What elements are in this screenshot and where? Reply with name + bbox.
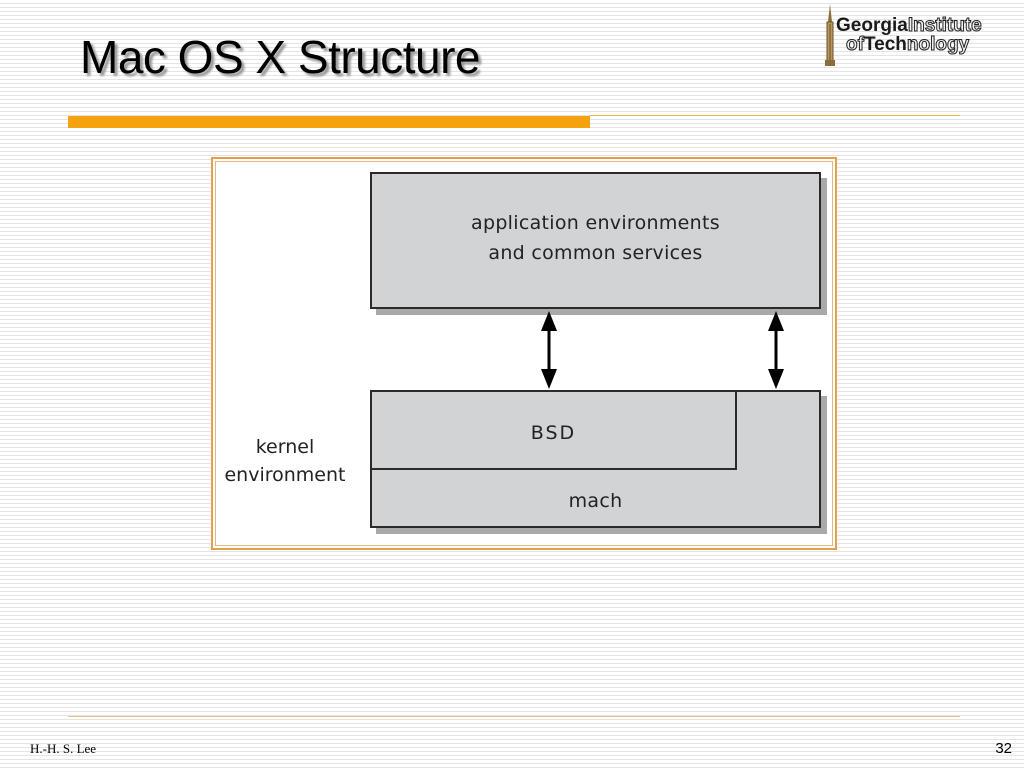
diagram-frame-inner-border [215,161,833,546]
app-bsd-double-arrow [541,311,557,389]
bsd-label: BSD [530,422,577,444]
logo-word-tech: Tech [863,34,907,55]
kernel-label-line1: kernel [255,436,315,458]
title-underline-rule [590,115,960,116]
logo-word-nology: nology [906,34,970,55]
footer-author: H.-H. S. Lee [30,741,97,756]
logo-word-institute: Institute [907,15,982,36]
application-environments-label-line2: and common services [488,242,703,264]
app-mach-double-arrow [768,311,784,389]
page-number: 32 [995,740,1012,757]
title-underline-bar [68,116,590,128]
application-environments-box: application environments and common serv… [370,172,821,309]
footer-rule [68,716,960,717]
tech-tower-icon [825,4,835,66]
logo-word-georgia: Georgia [836,15,908,36]
slide-title: Mac OS X Structure [80,31,481,83]
kernel-label-line2: environment [224,464,346,486]
application-environments-label-line1: application environments [471,212,720,234]
kernel-environment-label: kernel environment [218,433,352,489]
mach-label: mach [568,490,623,512]
bsd-box: BSD [370,390,737,470]
logo-wordmark: GeorgiaInstitute ofTechnology [836,15,982,55]
georgia-tech-logo: GeorgiaInstitute ofTechnology [822,4,1012,68]
logo-word-of: of [846,34,865,55]
